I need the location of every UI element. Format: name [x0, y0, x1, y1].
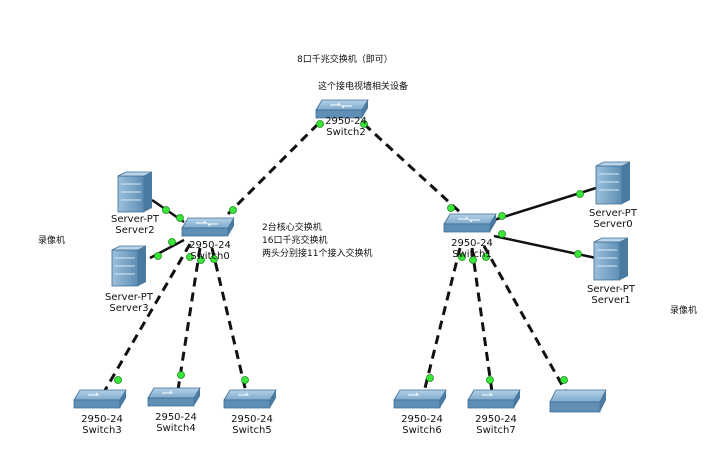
port-led: [360, 120, 368, 128]
core-switch-note: 2台核心交换机 16口千兆交换机 两头分别接11个接入交换机: [262, 222, 372, 261]
switch4-label: 2950-24 Switch4: [146, 412, 206, 434]
link-switch2-switch1: [362, 122, 464, 216]
port-led: [316, 120, 324, 128]
server2-label: Server-PT Server2: [100, 214, 170, 236]
server3-label: Server-PT Server3: [94, 292, 164, 314]
switch5-model: 2950-24: [231, 414, 273, 425]
switch3-label: 2950-24 Switch3: [72, 414, 132, 436]
server-server1: [593, 237, 629, 281]
port-led: [241, 376, 249, 384]
server3-model: Server-PT: [105, 292, 153, 303]
server-server2: [117, 171, 153, 213]
switch7-model: 2950-24: [475, 414, 517, 425]
port-led: [447, 204, 455, 212]
switch1-name: Switch1: [452, 249, 492, 260]
port-led: [162, 206, 170, 214]
switch-switch2: [315, 99, 369, 119]
switch1-model: 2950-24: [451, 238, 493, 249]
port-led: [498, 212, 506, 220]
port-led: [168, 238, 176, 246]
port-led: [574, 250, 582, 258]
switch5-name: Switch5: [232, 425, 272, 436]
left-camera-annotation: 录像机: [38, 236, 66, 246]
link-switch0-switch3: [102, 243, 192, 393]
switch6-name: Switch6: [402, 425, 442, 436]
switch0-model: 2950-24: [189, 240, 231, 251]
link-group-dashed: [102, 122, 568, 393]
switch2-name: Switch2: [326, 127, 366, 138]
top-title-annotation: 8口千兆交换机（即可）: [297, 55, 393, 65]
port-led: [560, 376, 568, 384]
switch1-label: 2950-24 Switch1: [442, 238, 502, 260]
server2-model: Server-PT: [111, 214, 159, 225]
server3-name: Server3: [109, 303, 149, 314]
port-led: [426, 374, 434, 382]
switch2-label: 2950-24 Switch2: [316, 116, 376, 138]
switch-unlabeled: [549, 389, 607, 413]
server-server0: [595, 161, 631, 205]
core-note-line-1: 2台核心交换机: [262, 223, 322, 233]
switch5-label: 2950-24 Switch5: [222, 414, 282, 436]
switch0-name: Switch0: [190, 251, 230, 262]
switch-switch7: [467, 389, 521, 409]
server1-name: Server1: [591, 295, 631, 306]
server0-label: Server-PT Server0: [578, 208, 648, 230]
port-led: [176, 214, 184, 222]
core-note-line-3: 两头分别接11个接入交换机: [262, 249, 373, 259]
port-led: [576, 190, 584, 198]
switch6-label: 2950-24 Switch6: [392, 414, 452, 436]
link-switch0-switch4: [176, 247, 202, 391]
link-switch0-switch5: [210, 247, 248, 393]
switch2-model: 2950-24: [325, 116, 367, 127]
port-led: [210, 255, 218, 263]
server1-model: Server-PT: [587, 284, 635, 295]
switch0-label: 2950-24 Switch0: [180, 240, 240, 262]
switch-switch1: [443, 213, 497, 233]
switch4-name: Switch4: [156, 423, 196, 434]
switch-switch5: [223, 389, 277, 409]
port-led: [154, 252, 162, 260]
port-led: [482, 253, 490, 261]
switch6-model: 2950-24: [401, 414, 443, 425]
port-led: [197, 256, 205, 264]
port-leds: [114, 120, 584, 384]
port-led: [114, 376, 122, 384]
link-switch2-switch0: [226, 122, 320, 216]
core-note-line-2: 16口千兆交换机: [262, 236, 328, 246]
link-switch1-switch7: [470, 247, 494, 393]
port-led: [469, 256, 477, 264]
port-led: [498, 230, 506, 238]
switch3-name: Switch3: [82, 425, 122, 436]
switch7-label: 2950-24 Switch7: [466, 414, 526, 436]
right-camera-annotation: 录像机: [670, 306, 698, 316]
switch7-name: Switch7: [476, 425, 516, 436]
server-server3: [111, 245, 147, 287]
port-led: [458, 253, 466, 261]
port-led: [229, 206, 237, 214]
switch3-model: 2950-24: [81, 414, 123, 425]
link-switch1-switch8: [482, 245, 568, 393]
server0-name: Server0: [593, 219, 633, 230]
server2-name: Server2: [115, 225, 155, 236]
link-switch1-switch6: [422, 247, 462, 393]
port-led: [186, 253, 194, 261]
switch-switch4: [147, 387, 201, 407]
port-led: [177, 371, 185, 379]
switch4-model: 2950-24: [155, 412, 197, 423]
server0-model: Server-PT: [589, 208, 637, 219]
server1-label: Server-PT Server1: [576, 284, 646, 306]
top-subtitle-annotation: 这个接电视墙相关设备: [318, 82, 409, 92]
switch-switch3: [73, 389, 127, 409]
port-led: [486, 376, 494, 384]
switch-switch0: [181, 217, 235, 237]
switch-switch6: [393, 389, 447, 409]
